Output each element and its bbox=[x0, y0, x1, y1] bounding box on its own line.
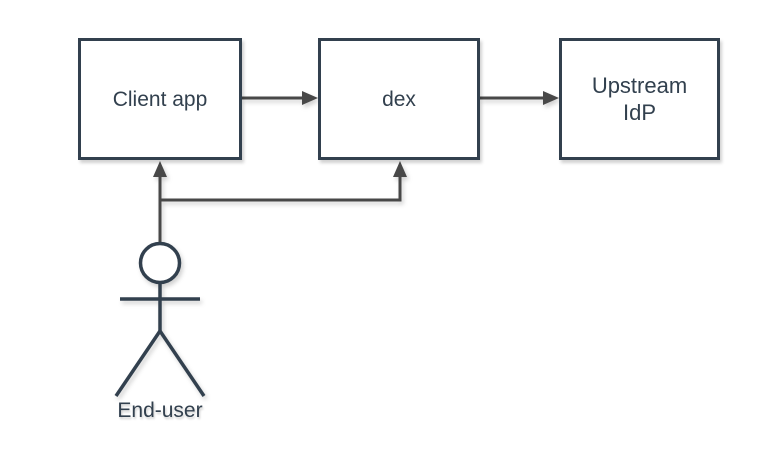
end-user-label: End-user bbox=[117, 399, 203, 422]
edge-client-to-dex bbox=[242, 91, 318, 105]
arrowhead-up-icon bbox=[153, 161, 167, 177]
actor-head-icon bbox=[138, 241, 182, 285]
edge-dex-to-upstream-idp bbox=[480, 91, 559, 105]
end-user-actor-icon bbox=[114, 241, 206, 397]
edge-end-user-to-dex bbox=[160, 161, 407, 202]
arrowhead-right-icon bbox=[543, 91, 559, 105]
edge-end-user-to-client bbox=[153, 161, 167, 243]
node-upstream-idp-label: Upstream IdP bbox=[592, 72, 687, 126]
node-dex-label: dex bbox=[382, 87, 416, 111]
arrowhead-up-icon bbox=[393, 161, 407, 177]
node-client-app: Client app bbox=[78, 38, 242, 160]
edge-end-user-to-dex-line bbox=[160, 175, 402, 202]
node-client-app-label: Client app bbox=[112, 87, 208, 111]
actor-left-leg-icon bbox=[114, 330, 162, 397]
arrowhead-right-icon bbox=[302, 91, 318, 105]
node-upstream-idp: Upstream IdP bbox=[559, 38, 720, 160]
actor-right-leg-icon bbox=[158, 330, 206, 397]
node-dex: dex bbox=[318, 38, 480, 160]
node-upstream-idp-label-line2: IdP bbox=[622, 100, 656, 125]
node-upstream-idp-label-line1: Upstream bbox=[591, 73, 688, 98]
edges-layer bbox=[153, 91, 559, 243]
